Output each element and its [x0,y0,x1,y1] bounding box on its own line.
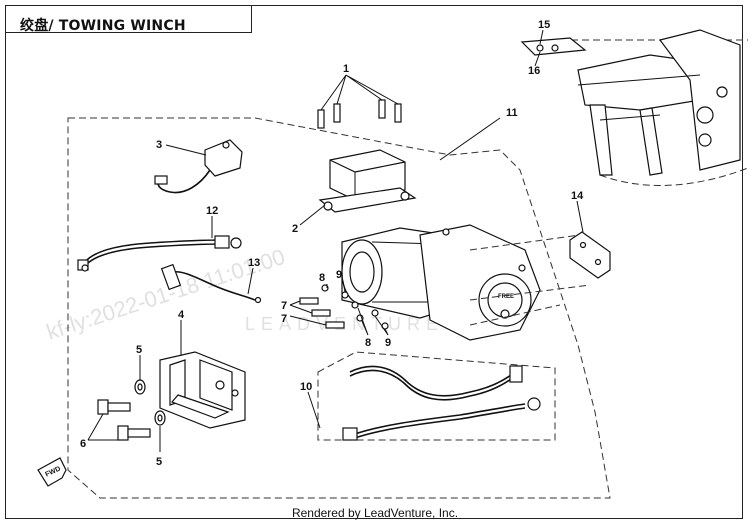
callout-labels: 1 2 3 4 5 5 6 7 7 8 8 9 9 10 11 12 13 14… [80,19,584,468]
callout-8a: 8 [319,272,325,284]
callout-12: 12 [206,205,218,217]
callout-8b: 8 [365,337,371,349]
callout-14: 14 [571,190,584,202]
vehicle-frame [577,29,741,176]
part-1-bolts [317,74,402,129]
callout-4: 4 [178,309,185,321]
callout-5a: 5 [136,344,142,356]
fwd-arrow: FWD [37,457,67,487]
part-4-bracket [159,320,246,429]
part-2-control-box [299,149,417,226]
part-3-relay [154,139,243,194]
part-11-winch: FREE [341,117,591,341]
callout-15: 15 [538,19,550,31]
callout-6: 6 [80,438,86,450]
callout-5b: 5 [156,456,162,468]
page-frame [5,5,743,519]
callout-7a: 7 [281,300,287,312]
part-12-cable [77,216,242,272]
callout-9a: 9 [336,269,342,281]
free-spool-label: FREE [498,294,514,300]
callout-9b: 9 [385,337,391,349]
part-13-cable [160,263,262,304]
callout-3: 3 [156,139,162,151]
callout-2: 2 [292,223,298,235]
part-14-plate [569,200,611,279]
callout-11: 11 [506,107,518,119]
title-box: 绞盘/ TOWING WINCH [5,5,252,34]
callout-1: 1 [343,63,349,75]
part-6-bolts [87,399,151,441]
footer-credit: Rendered by LeadVenture, Inc. [291,506,459,520]
subassembly-10-boundary [317,351,556,441]
callout-13: 13 [248,257,260,269]
fasteners-7-8-9 [289,280,389,336]
callout-10: 10 [300,381,312,393]
part-5-washers [134,355,166,452]
assembly-boundary [67,117,611,499]
page-title: 绞盘/ TOWING WINCH [20,18,186,34]
callout-16: 16 [528,65,540,77]
callout-7b: 7 [281,313,287,325]
parts-15-16-bracket [520,29,587,67]
part-10-cables [307,365,541,441]
